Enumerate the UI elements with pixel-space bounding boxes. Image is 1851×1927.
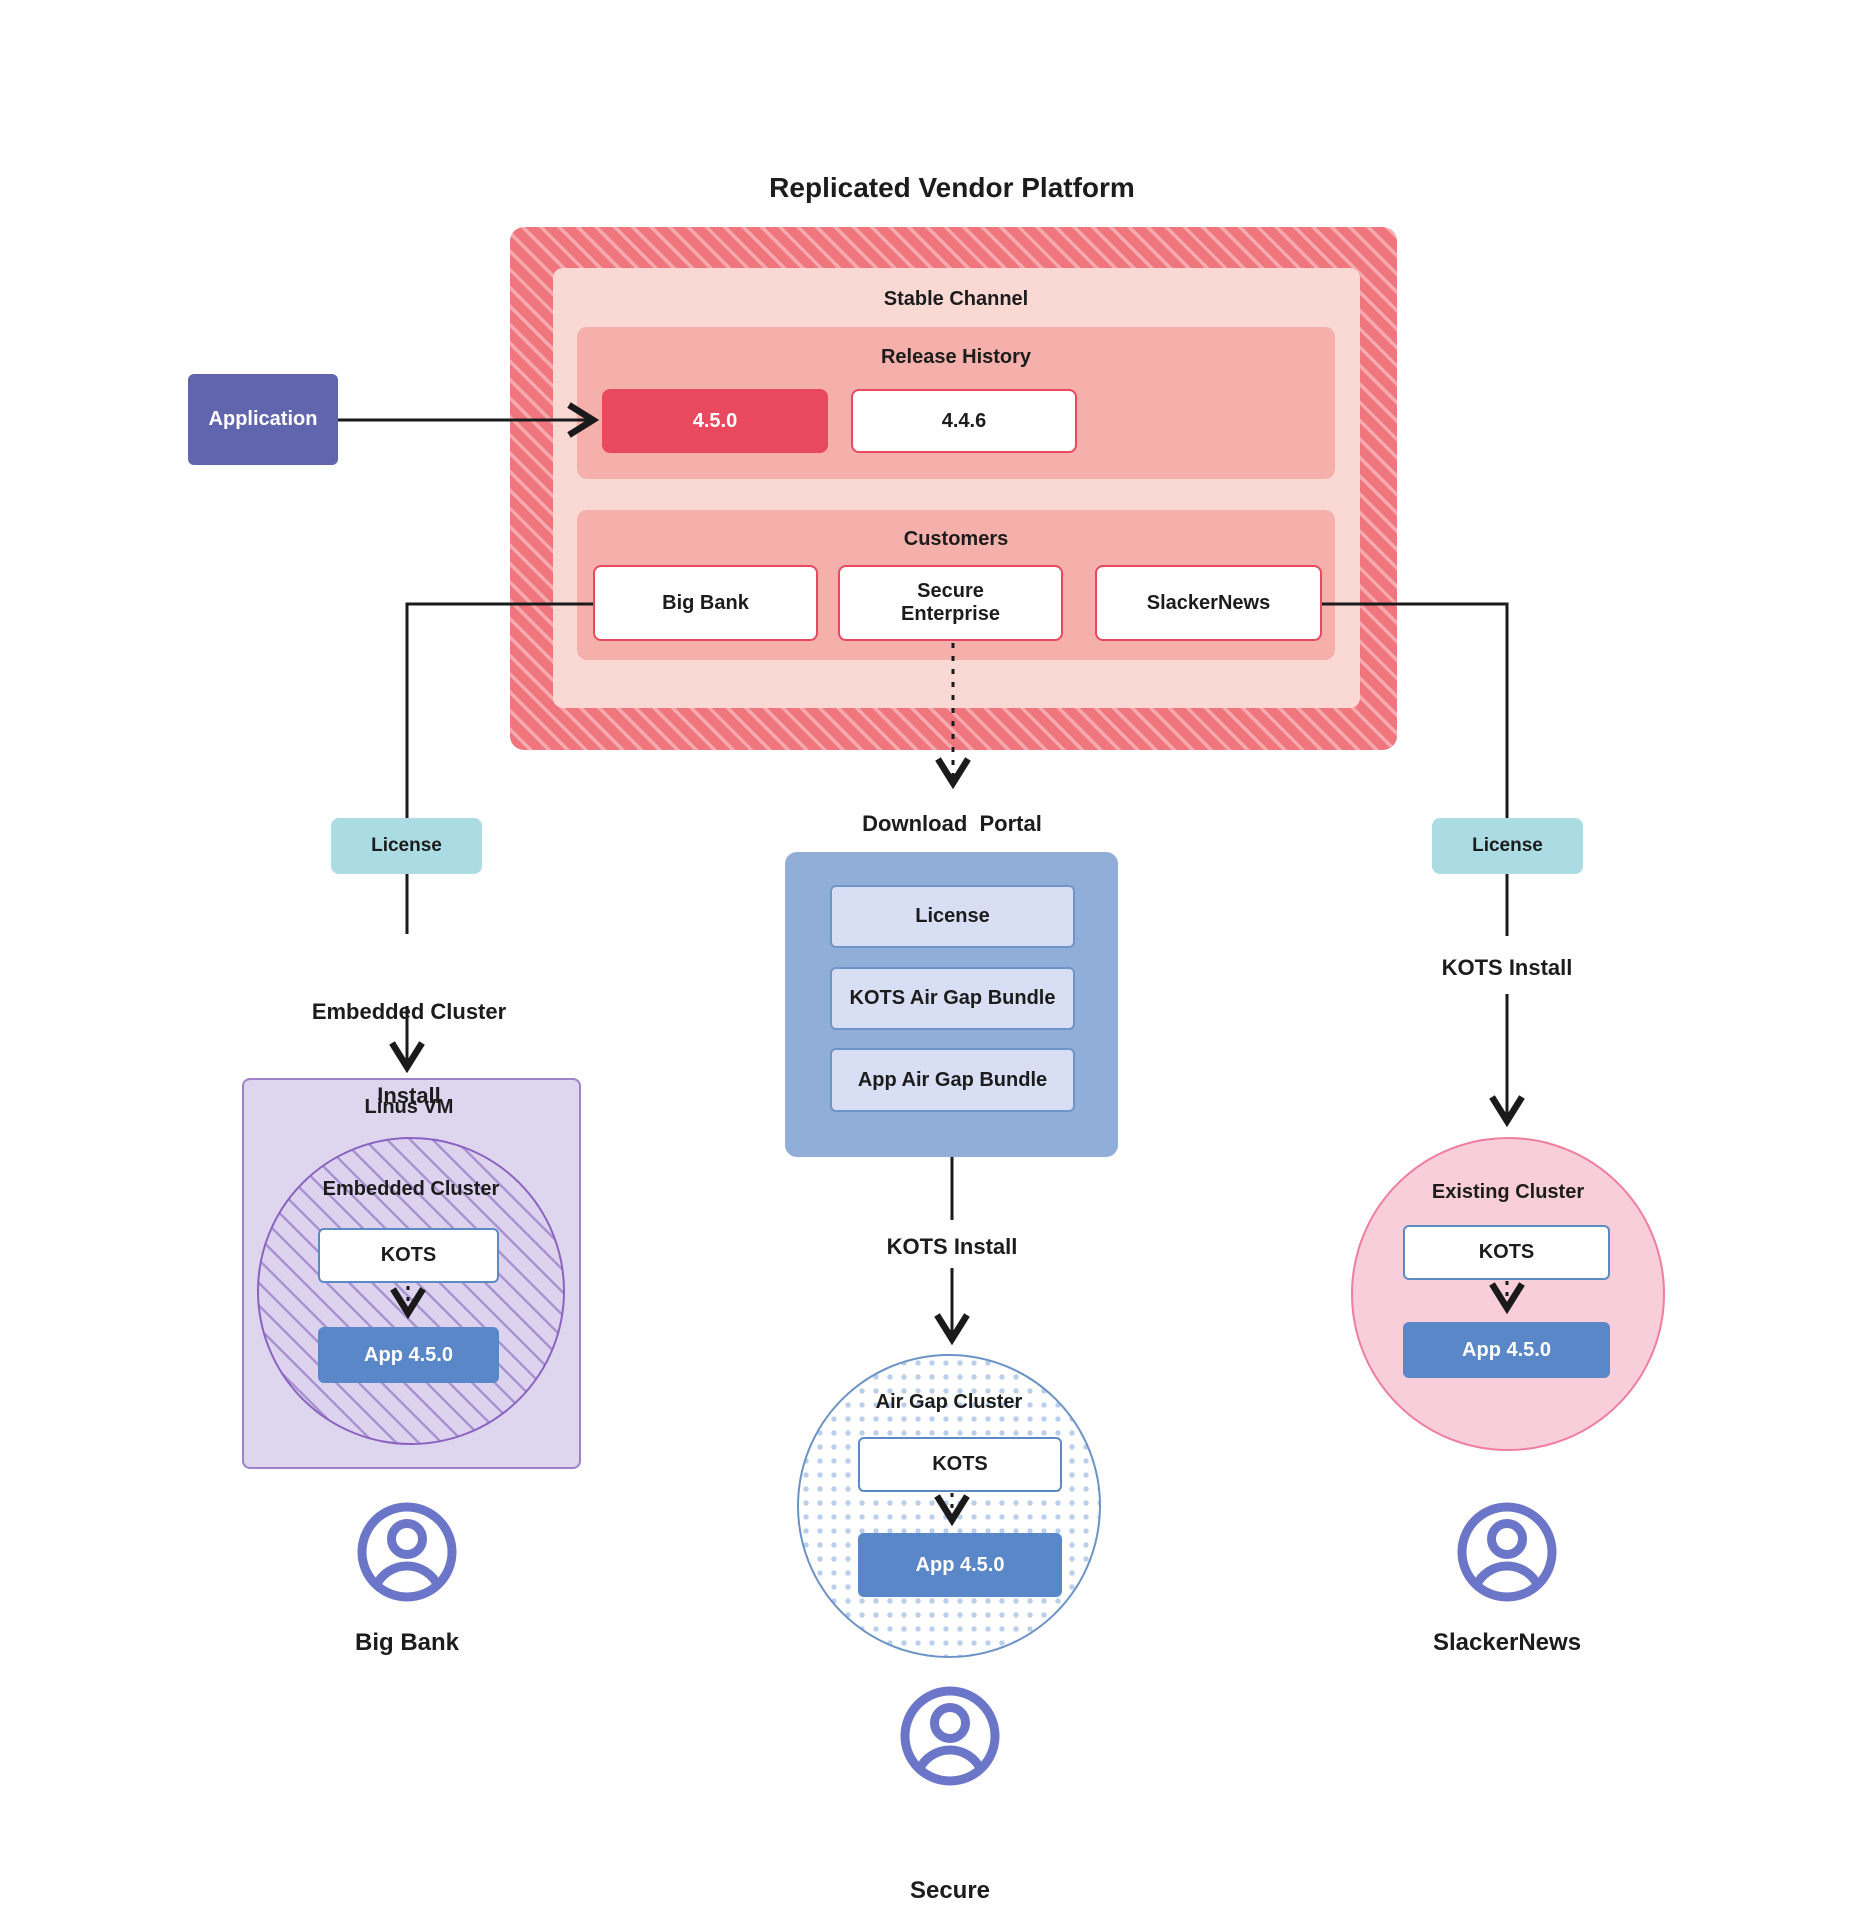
- existing-cluster-label: Existing Cluster: [1431, 1181, 1585, 1203]
- user-icon: [899, 1685, 1001, 1787]
- customer-name: Big Bank: [662, 591, 749, 614]
- kots-box-embedded: KOTS: [318, 1228, 499, 1283]
- embedded-cluster-install-label: Embedded Cluster Install: [311, 999, 507, 1108]
- customer-name: SlackerNews: [1146, 591, 1271, 614]
- app-box-embedded: App 4.5.0: [318, 1327, 499, 1383]
- license-chip-left: License: [331, 818, 482, 874]
- application-box: Application: [188, 374, 338, 465]
- stable-channel-label: Stable Channel: [883, 288, 1029, 310]
- user-circle-icon: [1457, 1502, 1557, 1602]
- linus-vm-label: Linus VM: [364, 1096, 454, 1118]
- user-label-big-bank: Big Bank: [354, 1629, 459, 1656]
- kots-install-label-right: KOTS Install: [1441, 955, 1573, 980]
- user-circle-icon: [357, 1502, 457, 1602]
- portal-item-license: License: [830, 885, 1075, 948]
- user-label-slackernews: SlackerNews: [1432, 1629, 1582, 1656]
- user-icon: [356, 1501, 458, 1603]
- connector-slackernews-to-license: [1322, 602, 1509, 818]
- customers-label: Customers: [903, 528, 1009, 550]
- kots-box-airgap: KOTS: [858, 1437, 1062, 1492]
- license-label: License: [371, 835, 442, 856]
- portal-item-kots-airgap-bundle: KOTS Air Gap Bundle: [830, 967, 1075, 1030]
- application-label: Application: [208, 408, 318, 430]
- embedded-cluster-label: Embedded Cluster: [322, 1178, 500, 1200]
- license-label: License: [1472, 835, 1543, 856]
- air-gap-cluster-circle: [797, 1354, 1101, 1658]
- license-chip-right: License: [1432, 818, 1583, 874]
- release-box-current: 4.5.0: [602, 389, 828, 453]
- release-history-label: Release History: [880, 346, 1032, 368]
- user-circle-icon: [900, 1686, 1000, 1786]
- customer-box-big-bank: Big Bank: [593, 565, 818, 641]
- user-icon: [1456, 1501, 1558, 1603]
- portal-item-app-airgap-bundle: App Air Gap Bundle: [830, 1048, 1075, 1112]
- release-version: 4.4.6: [941, 409, 987, 432]
- customer-box-slackernews: SlackerNews: [1095, 565, 1322, 641]
- download-portal-label: Download Portal: [862, 811, 1042, 836]
- air-gap-cluster-label: Air Gap Cluster: [875, 1391, 1023, 1413]
- page-title: Replicated Vendor Platform: [769, 172, 1135, 203]
- release-box-previous: 4.4.6: [851, 389, 1077, 453]
- app-box-airgap: App 4.5.0: [858, 1533, 1062, 1597]
- kots-install-label-center: KOTS Install: [886, 1234, 1018, 1259]
- app-box-existing: App 4.5.0: [1403, 1322, 1610, 1378]
- customer-name: Secure Enterprise: [901, 580, 1000, 625]
- user-label-secure-enterprise: Secure Enterprise: [909, 1877, 991, 1904]
- connector-bigbank-to-license: [405, 602, 593, 818]
- kots-box-existing: KOTS: [1403, 1225, 1610, 1280]
- release-version: 4.5.0: [692, 409, 738, 432]
- customer-box-secure-enterprise: Secure Enterprise: [838, 565, 1063, 641]
